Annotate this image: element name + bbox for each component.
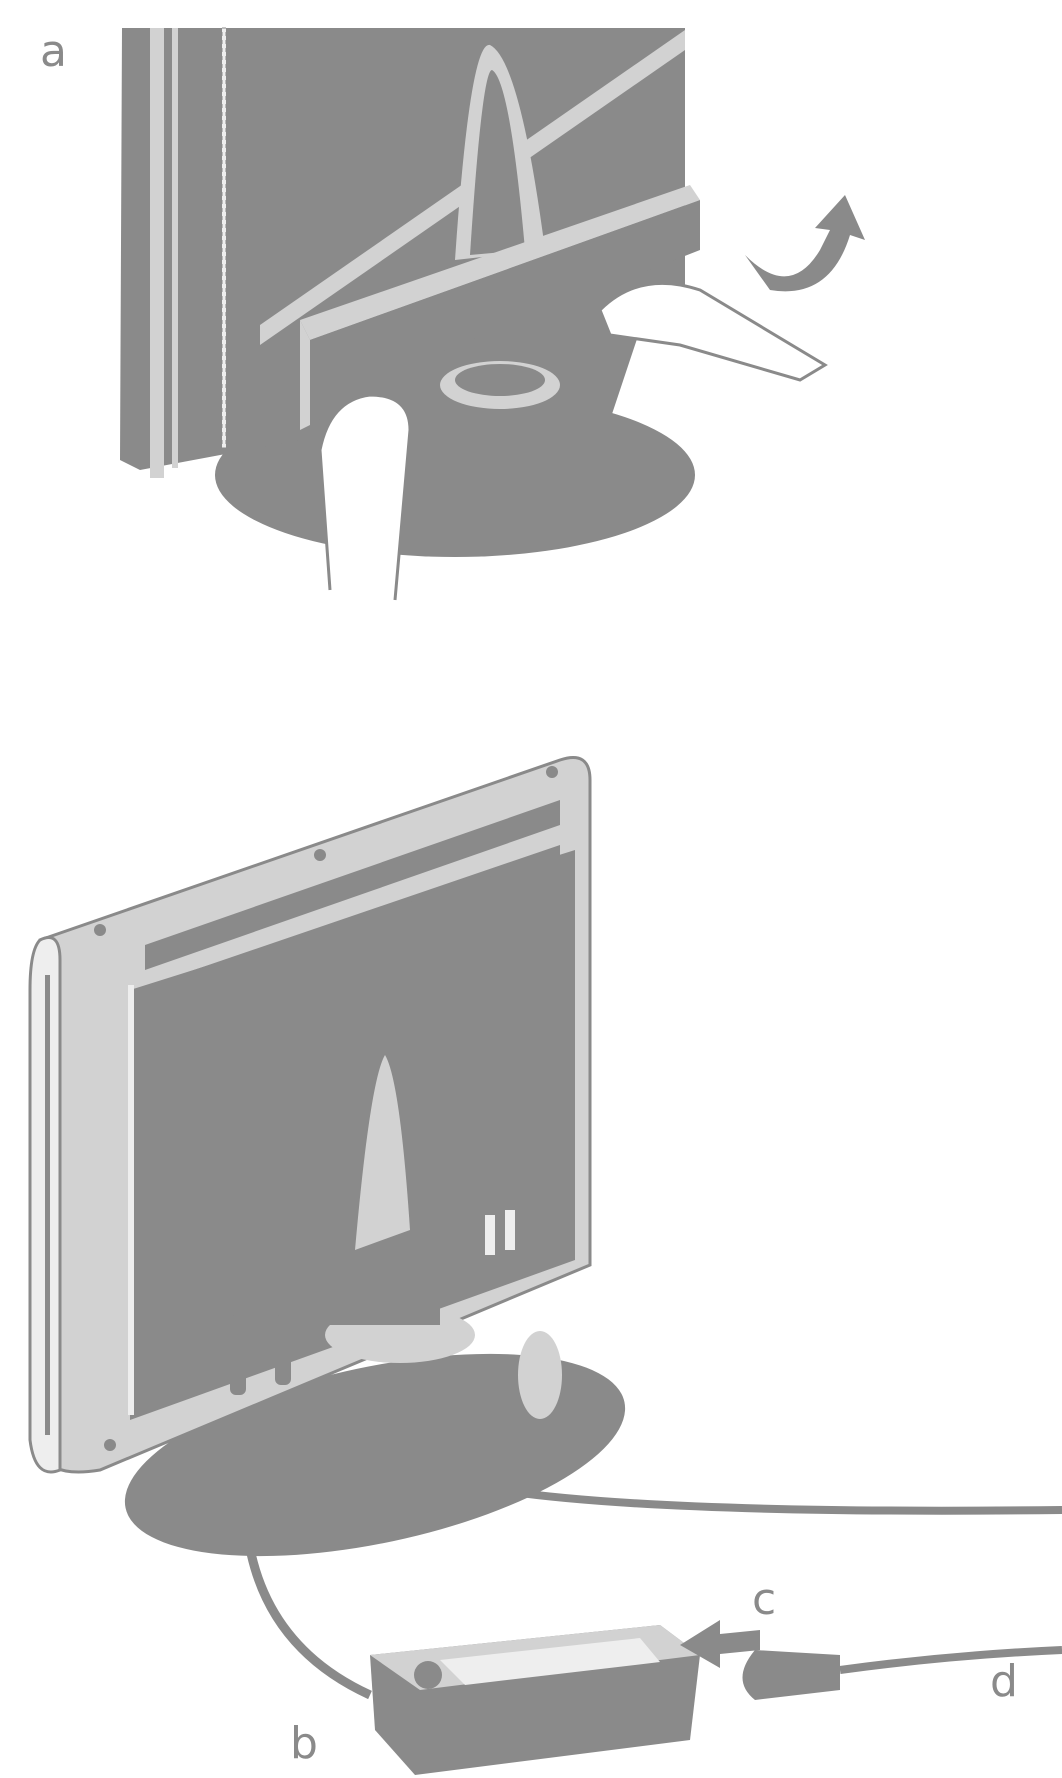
- figure-b-connect-power: [30, 758, 1062, 1776]
- callout-label-d: d: [990, 1660, 1018, 1704]
- signal-cable: [470, 1485, 1062, 1511]
- figure-a-remove-cover: [120, 28, 865, 600]
- callout-label-c: c: [752, 1578, 776, 1622]
- right-hand: [600, 283, 825, 380]
- figure-label-a: a: [40, 30, 67, 74]
- lift-arrow-icon: [745, 195, 865, 291]
- callout-label-b: b: [290, 1722, 318, 1766]
- left-hand: [320, 395, 410, 600]
- power-adapter: [370, 1625, 700, 1775]
